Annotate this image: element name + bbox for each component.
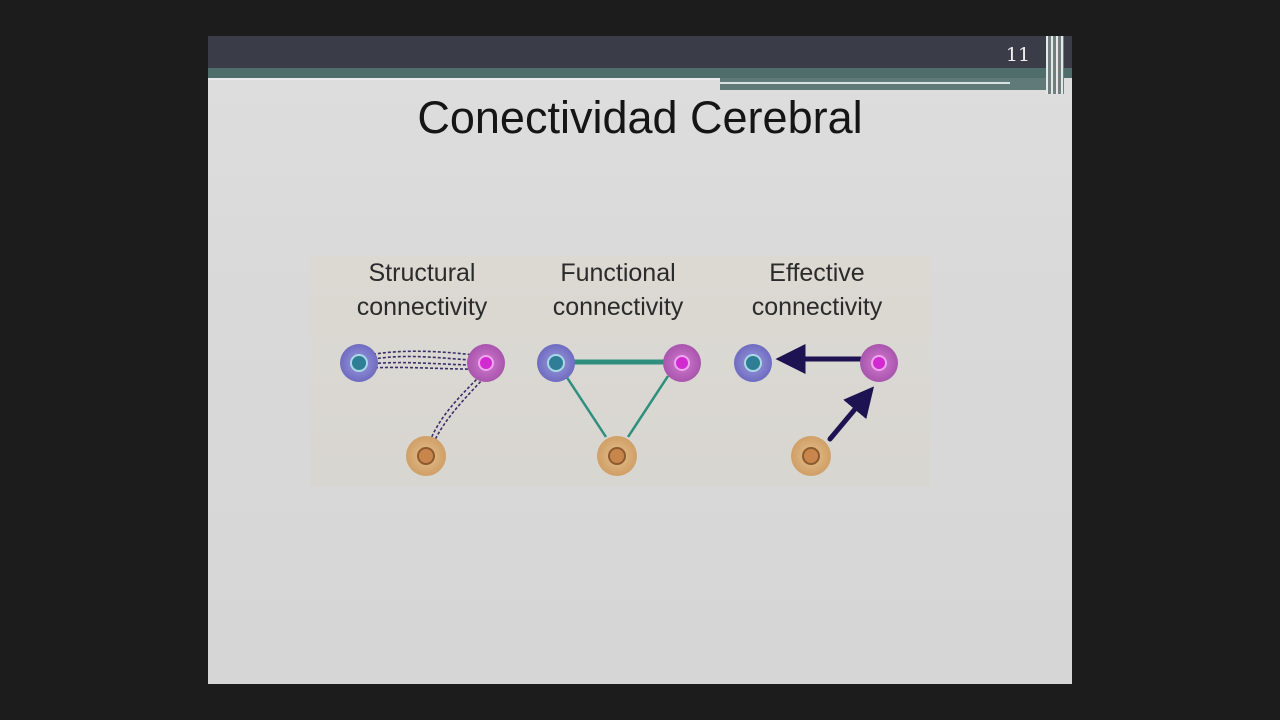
panel-title-line: connectivity xyxy=(356,293,488,321)
functional-node-magenta xyxy=(663,344,701,382)
structural-node-orange xyxy=(406,436,446,476)
functional-node-orange xyxy=(597,436,637,476)
panel-title-functional: Functional connectivity xyxy=(523,256,713,324)
header-accent-tab xyxy=(720,78,1050,90)
connectivity-figure: Structural connectivity Functional conne… xyxy=(310,256,930,486)
effective-connections xyxy=(775,344,875,442)
panel-title-line: Functional xyxy=(560,259,676,287)
panel-title-line: connectivity xyxy=(552,293,684,321)
panel-title-line: connectivity xyxy=(751,293,883,321)
functional-connections xyxy=(564,359,672,438)
panel-title-line: Effective xyxy=(769,259,865,287)
header-accent-band xyxy=(208,68,1072,78)
structural-node-magenta xyxy=(467,344,505,382)
panel-title-structural: Structural connectivity xyxy=(327,256,517,324)
connectivity-diagram xyxy=(340,344,898,476)
effective-node-blue xyxy=(734,344,772,382)
header-accent-line xyxy=(720,82,1010,84)
slide: 11 Conectividad Cerebral xyxy=(208,36,1072,684)
functional-node-blue xyxy=(537,344,575,382)
effective-node-magenta xyxy=(860,344,898,382)
header-edge-stripes xyxy=(1046,36,1064,94)
panel-title-effective: Effective connectivity xyxy=(722,256,912,324)
header-divider xyxy=(208,78,720,80)
slide-title: Conectividad Cerebral xyxy=(417,92,863,143)
slide-number: 11 xyxy=(1005,44,1031,66)
header-band xyxy=(208,36,1072,68)
structural-node-blue xyxy=(340,344,378,382)
panel-title-line: Structural xyxy=(368,259,476,287)
effective-node-orange xyxy=(791,436,831,476)
